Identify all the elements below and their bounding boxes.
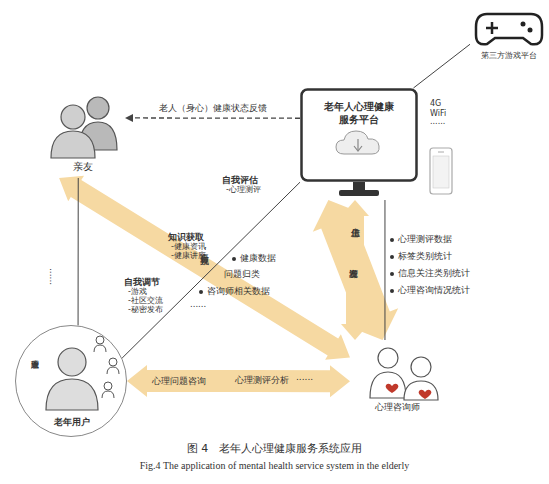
thin-connector <box>122 182 300 358</box>
friends-node: 亲友 <box>40 100 125 178</box>
node-label: 老年用户 <box>16 418 128 427</box>
fat-arrow-connector <box>313 200 398 340</box>
connector-line <box>133 117 300 119</box>
friends-icon <box>51 97 117 158</box>
counselor-node: 心理咨询师 <box>350 340 445 415</box>
thin-connector <box>78 178 79 325</box>
platform-monitor: 老年人心理健康 服务平台 <box>300 88 418 200</box>
node-label: 第三方游戏平台 <box>470 52 548 60</box>
annotation-label: 心理测评数据 <box>398 235 452 244</box>
annotation-label: -游戏 <box>128 288 147 296</box>
figure-caption: 图 4 老年人心理健康服务系统应用 <box>0 443 549 455</box>
annotation-label: 心理测评分析 <box>235 376 289 385</box>
annotation-label: ...... <box>48 268 57 285</box>
node-label: 亲友 <box>40 162 125 173</box>
annotation-label: 心理咨询情况统计 <box>398 286 470 295</box>
annotation-label: Fig.4 The application of mental health s… <box>0 461 549 472</box>
arrow-body <box>313 200 398 340</box>
arrow-body <box>59 176 350 360</box>
annotation-label: 健康数据 <box>240 254 276 263</box>
arrow-body <box>127 365 350 397</box>
thin-connector <box>413 44 470 88</box>
elderly-user-circle: 个人信息管理老年用户 <box>15 325 127 437</box>
edge-label: 心理问题咨询 <box>152 377 206 386</box>
phone-icon <box>430 148 452 194</box>
annotation-label: 标签类别统计 <box>398 252 452 261</box>
annotation-label: -心理测评 <box>226 186 261 194</box>
annotation-label: 4G <box>430 100 441 108</box>
arrow-head <box>125 114 133 122</box>
node-label: 心理咨询师 <box>350 403 445 412</box>
thin-connector <box>384 200 385 340</box>
annotation-label: 知识获取 <box>168 233 204 242</box>
connector-line <box>384 200 385 340</box>
annotation-label: 自我评估 <box>222 176 258 185</box>
connector-line <box>413 44 470 88</box>
annotation-label: -秘密发布 <box>128 306 163 314</box>
fat-arrow-connector <box>59 176 350 360</box>
edge-label: 老人（身心）健康状态反馈 <box>159 104 267 113</box>
game-platform-node: 第三方游戏平台 <box>470 8 548 66</box>
annotation-label: 自我调节 <box>124 278 160 287</box>
annotation-label: -健康讲座 <box>171 252 206 260</box>
connector-line <box>122 182 300 358</box>
counselor-icon <box>370 348 438 400</box>
connector-line <box>78 178 79 325</box>
dashed-arrow-connector <box>125 114 300 122</box>
elderly-user-icon <box>46 336 119 410</box>
annotation-label: 咨询师相关数据 <box>207 287 270 296</box>
edge-label: 语音·视频 <box>200 246 209 249</box>
annotation-label: -社区交流 <box>128 297 163 305</box>
arrow-body <box>341 200 369 340</box>
fat-arrow-connector <box>127 365 350 397</box>
annotation-label: 问题归类 <box>224 270 260 279</box>
annotation-label: ...... <box>430 118 445 126</box>
annotation-label: ...... <box>190 300 206 309</box>
annotation-label: ...... <box>296 373 313 382</box>
annotation-label: 信息关注类别统计 <box>398 269 470 278</box>
node-label: 老年人心理健康 服务平台 <box>321 100 397 126</box>
fat-arrow-connector <box>341 200 369 340</box>
